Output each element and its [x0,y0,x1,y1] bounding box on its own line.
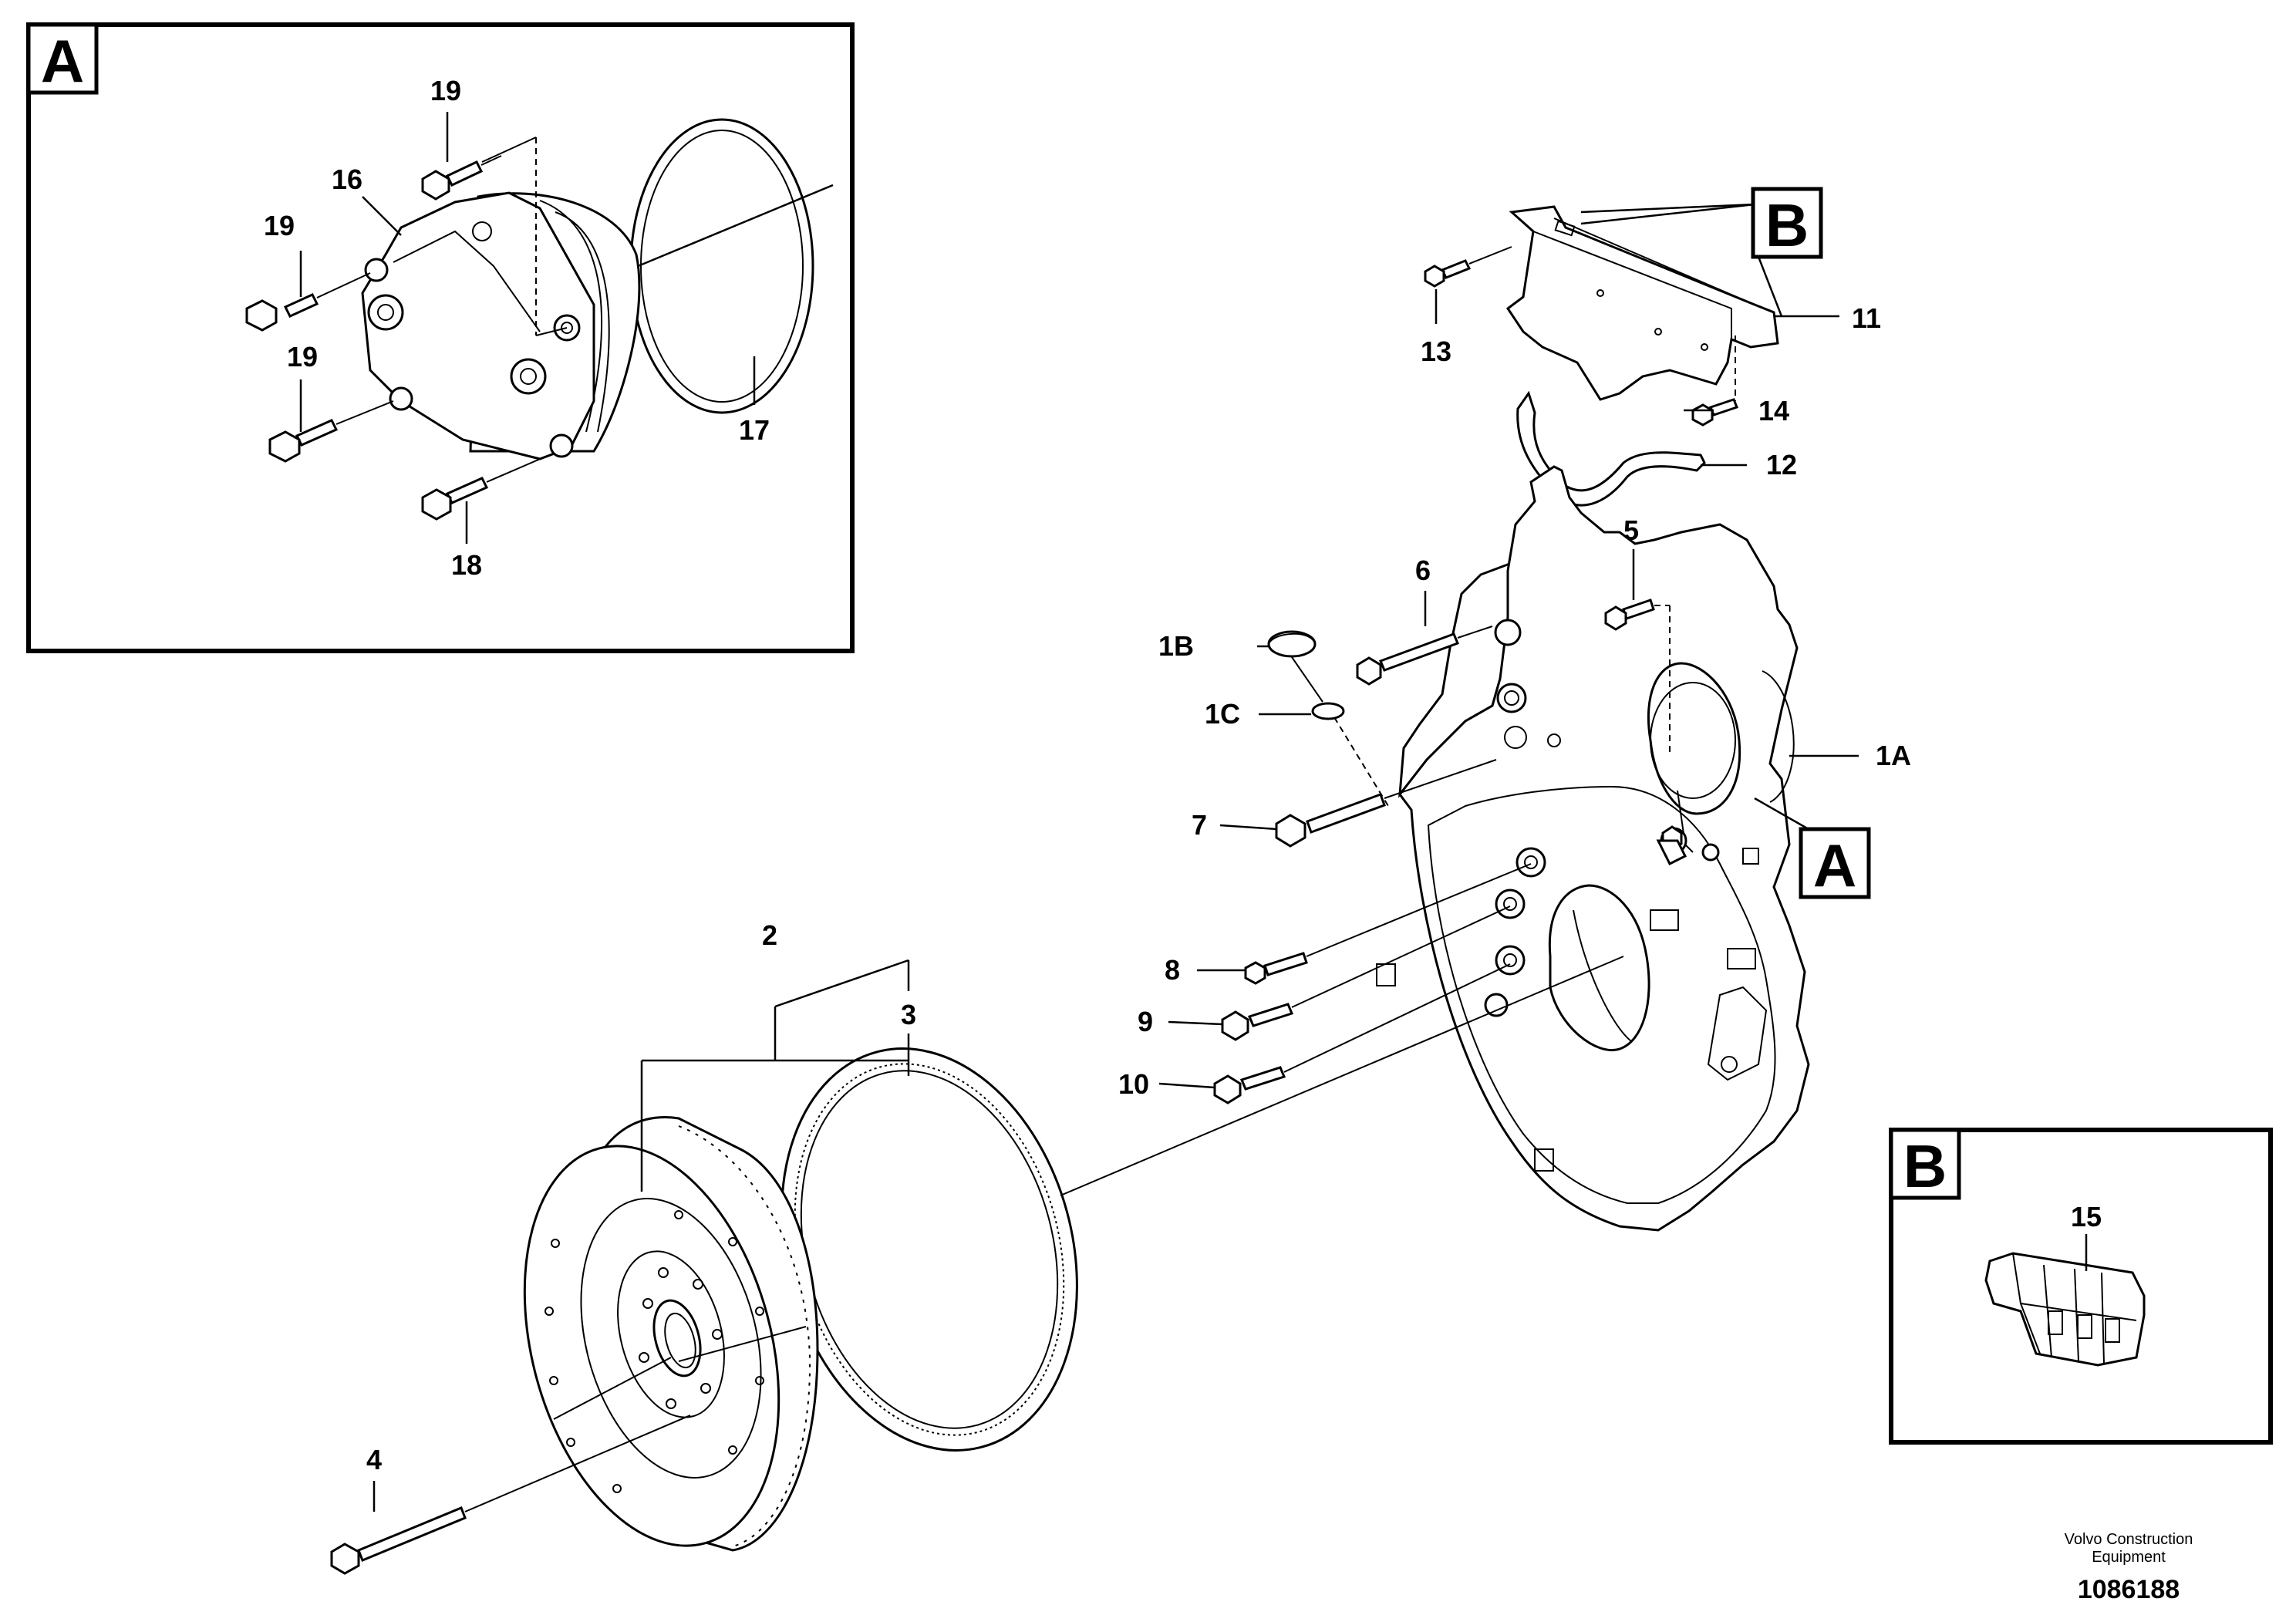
footer-company-line1: Volvo Construction [2065,1531,2193,1548]
label-1b: 1B [1158,630,1194,662]
detail-box-b-letter: B [1903,1132,1947,1200]
bracket-assembly-11 [1505,205,1779,401]
label-15: 15 [2071,1201,2102,1233]
label-1a: 1A [1876,740,1911,771]
callout-b-letter: B [1765,191,1809,259]
flywheel-2 [523,1116,819,1552]
label-3: 3 [901,999,916,1030]
bolt-6 [1356,632,1459,686]
label-19-mid: 19 [264,210,295,241]
bolt-19-left [245,293,319,332]
callout-b: B [1751,187,1823,259]
bolt-7 [1275,793,1386,848]
bolt-4 [330,1506,467,1575]
label-16: 16 [332,164,362,195]
o-ring-17 [629,118,814,414]
label-10: 10 [1118,1068,1149,1100]
callout-a-letter: A [1813,831,1856,899]
flywheel-housing-1a [1376,465,1810,1232]
label-12: 12 [1766,449,1797,481]
bolt-10 [1213,1066,1286,1104]
label-14: 14 [1758,395,1789,427]
label-8: 8 [1165,954,1180,986]
bolt-18 [421,477,489,521]
label-18: 18 [451,549,482,581]
label-1c: 1C [1205,698,1240,730]
label-11: 11 [1852,302,1881,334]
label-5: 5 [1623,514,1639,546]
label-7: 7 [1192,809,1207,841]
label-6: 6 [1415,555,1431,586]
bolt-13 [1424,259,1472,288]
connector-block-15 [1984,1252,2146,1367]
detail-box-a: A [26,22,855,653]
bolt-8 [1244,952,1308,985]
housing-cover-16 [361,191,641,460]
label-4: 4 [366,1444,382,1475]
label-17: 17 [739,414,770,446]
label-19-top: 19 [430,75,461,106]
bolt-9 [1221,1003,1294,1041]
detail-box-b: B 15 [1889,1128,2273,1445]
footer: Volvo Construction Equipment 1086188 [2065,1531,2193,1604]
label-9: 9 [1138,1006,1153,1037]
detail-box-a-letter: A [41,27,84,95]
cap-1b [1267,630,1317,658]
drawing-number: 1086188 [2078,1575,2180,1604]
footer-company-line2: Equipment [2092,1549,2166,1566]
bolt-19-lower [268,419,339,463]
bolt-19-top [421,160,484,201]
o-ring-1c [1311,702,1345,720]
callout-a: A [1799,827,1871,899]
label-2: 2 [762,919,777,951]
label-19-low: 19 [287,341,318,373]
bolt-5 [1604,599,1655,631]
label-13: 13 [1421,336,1451,367]
bolt-14 [1691,398,1738,427]
